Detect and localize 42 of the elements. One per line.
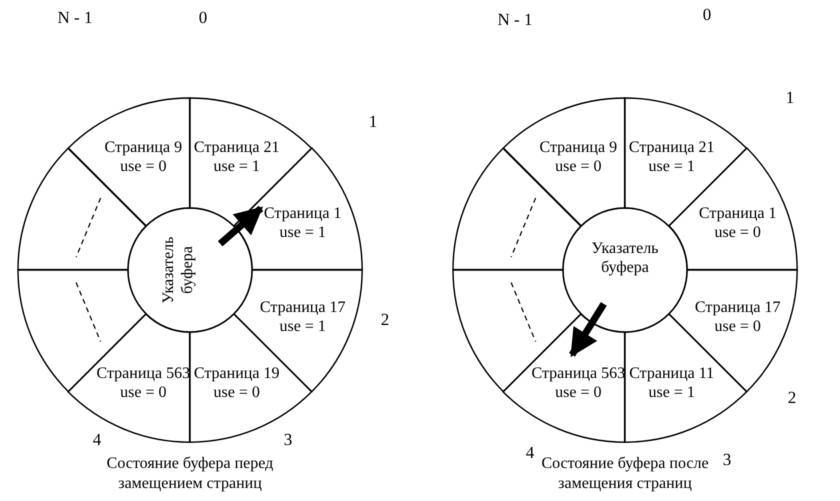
pointer-arrow [218, 206, 264, 246]
position-number: N - 1 [58, 8, 92, 28]
position-number: 2 [788, 388, 796, 408]
page-label: Страница 563 [532, 364, 626, 383]
page-label: Страница 11 [629, 364, 714, 383]
use-bit-label: use = 0 [119, 157, 168, 176]
page-label: Страница 17 [260, 298, 346, 317]
position-number: 1 [368, 112, 378, 132]
use-bit-label: use = 0 [554, 382, 602, 402]
page-label: Страница 17 [694, 298, 780, 317]
pointer-label: Указатель буфера [159, 236, 197, 306]
use-bit-label: use = 0 [212, 382, 261, 402]
position-number: 0 [198, 8, 208, 28]
position-number: N - 1 [498, 10, 532, 30]
use-bit-label: use = 0 [119, 382, 168, 402]
use-bit-label: use = 0 [554, 157, 602, 176]
position-number: 0 [702, 5, 712, 25]
use-bit-label: use = 0 [714, 223, 762, 242]
position-number: 3 [722, 450, 732, 470]
pointer-label: Указатель буфера [590, 239, 660, 277]
use-bit-label: use = 1 [278, 316, 327, 336]
position-number: 1 [786, 88, 794, 108]
page-label: Страница 9 [104, 138, 182, 158]
position-number: 3 [284, 430, 292, 450]
use-bit-label: use = 1 [212, 157, 261, 176]
position-number: 2 [380, 310, 390, 330]
use-bit-label: use = 1 [648, 382, 696, 402]
use-bit-label: use = 1 [278, 223, 327, 242]
page-label: Страница 9 [540, 138, 618, 158]
page-label: Страница 563 [96, 364, 190, 383]
page-label: Страница 1 [698, 204, 776, 224]
page-label: Страница 19 [194, 364, 280, 383]
use-bit-label: use = 0 [714, 316, 762, 336]
position-number: 4 [526, 443, 534, 463]
use-bit-label: use = 1 [648, 157, 696, 176]
caption: Состояние буфера перед замещением страниц [106, 454, 274, 494]
page-label: Страница 21 [194, 138, 280, 158]
caption: Состояние буфера после замещения страниц [540, 454, 710, 494]
page-label: Страница 1 [264, 204, 342, 224]
position-number: 4 [92, 430, 102, 450]
page-label: Страница 21 [628, 138, 714, 158]
pointer-arrow [569, 302, 607, 358]
